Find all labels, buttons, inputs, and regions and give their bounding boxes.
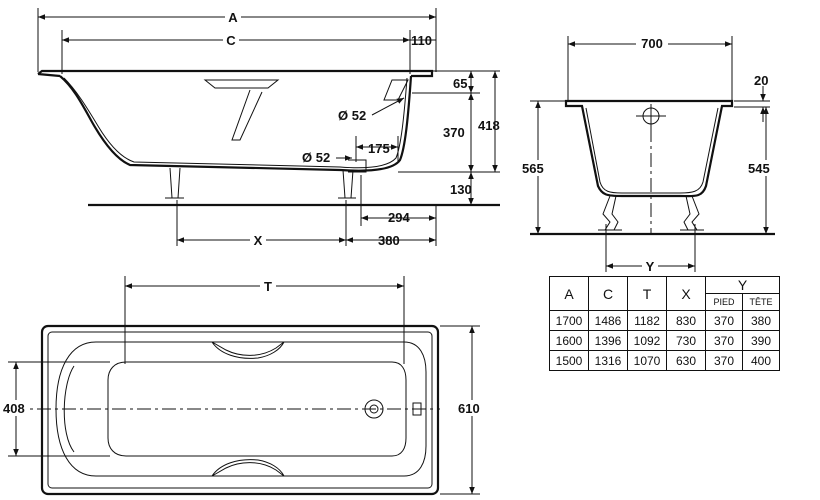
dim-x-label: X bbox=[254, 233, 263, 248]
table-row: 1500 1316 1070 630 370 400 bbox=[549, 350, 780, 371]
dim-610-label: 610 bbox=[458, 401, 480, 416]
table-cell: 370 bbox=[705, 350, 743, 371]
dim-65-label: 65 bbox=[453, 76, 467, 91]
dim-565-label: 565 bbox=[522, 161, 544, 176]
header-y: Y bbox=[705, 276, 780, 294]
table-cell: 1092 bbox=[627, 330, 667, 351]
dim-a-label: A bbox=[228, 10, 238, 25]
header-a: A bbox=[549, 276, 589, 311]
table-row: 1600 1396 1092 730 370 390 bbox=[549, 330, 780, 351]
top-view: T 408 610 bbox=[2, 276, 488, 496]
header-x: X bbox=[666, 276, 706, 311]
dim-700-label: 700 bbox=[641, 36, 663, 51]
dim-y-label: Y bbox=[646, 259, 655, 274]
table-cell: 1182 bbox=[627, 310, 667, 331]
table-cell: 1500 bbox=[549, 350, 589, 371]
table-cell: 1700 bbox=[549, 310, 589, 331]
dim-c-label: C bbox=[226, 33, 236, 48]
header-c: C bbox=[588, 276, 628, 311]
table-cell: 1316 bbox=[588, 350, 628, 371]
table-cell: 1396 bbox=[588, 330, 628, 351]
dim-175-label: 175 bbox=[368, 141, 390, 156]
header-y-pied: PIED bbox=[705, 293, 743, 311]
dim-380-label: 380 bbox=[378, 233, 400, 248]
header-y-tete: TÊTE bbox=[742, 293, 780, 311]
end-view: 700 20 565 545 Y bbox=[520, 35, 777, 274]
dim-370-label: 370 bbox=[443, 125, 465, 140]
table-cell: 380 bbox=[742, 310, 780, 331]
phi52-waste-label: Ø 52 bbox=[302, 150, 330, 165]
table-cell: 370 bbox=[705, 330, 743, 351]
dim-20-label: 20 bbox=[754, 73, 768, 88]
dim-418-label: 418 bbox=[478, 118, 500, 133]
table-cell: 1486 bbox=[588, 310, 628, 331]
dim-110-label: 110 bbox=[411, 33, 432, 48]
table-row: 1700 1486 1182 830 370 380 bbox=[549, 310, 780, 331]
phi52-overflow-label: Ø 52 bbox=[338, 108, 366, 123]
table-cell: 370 bbox=[705, 310, 743, 331]
table-cell: 730 bbox=[666, 330, 706, 351]
table-cell: 400 bbox=[742, 350, 780, 371]
dimensions-table: A C T X Y PIED TÊTE 1700 1486 1182 830 3… bbox=[549, 276, 780, 371]
table-cell: 830 bbox=[666, 310, 706, 331]
dim-130-label: 130 bbox=[450, 182, 472, 197]
table-cell: 390 bbox=[742, 330, 780, 351]
table-cell: 1600 bbox=[549, 330, 589, 351]
header-t: T bbox=[627, 276, 667, 311]
dim-408-label: 408 bbox=[3, 401, 25, 416]
side-view: A C 110 65 370 418 130 Ø 52 Ø 52 175 bbox=[37, 8, 500, 248]
dim-t-label: T bbox=[264, 279, 272, 294]
table-cell: 1070 bbox=[627, 350, 667, 371]
table-cell: 630 bbox=[666, 350, 706, 371]
dim-294-label: 294 bbox=[388, 210, 410, 225]
dim-545-label: 545 bbox=[748, 161, 770, 176]
